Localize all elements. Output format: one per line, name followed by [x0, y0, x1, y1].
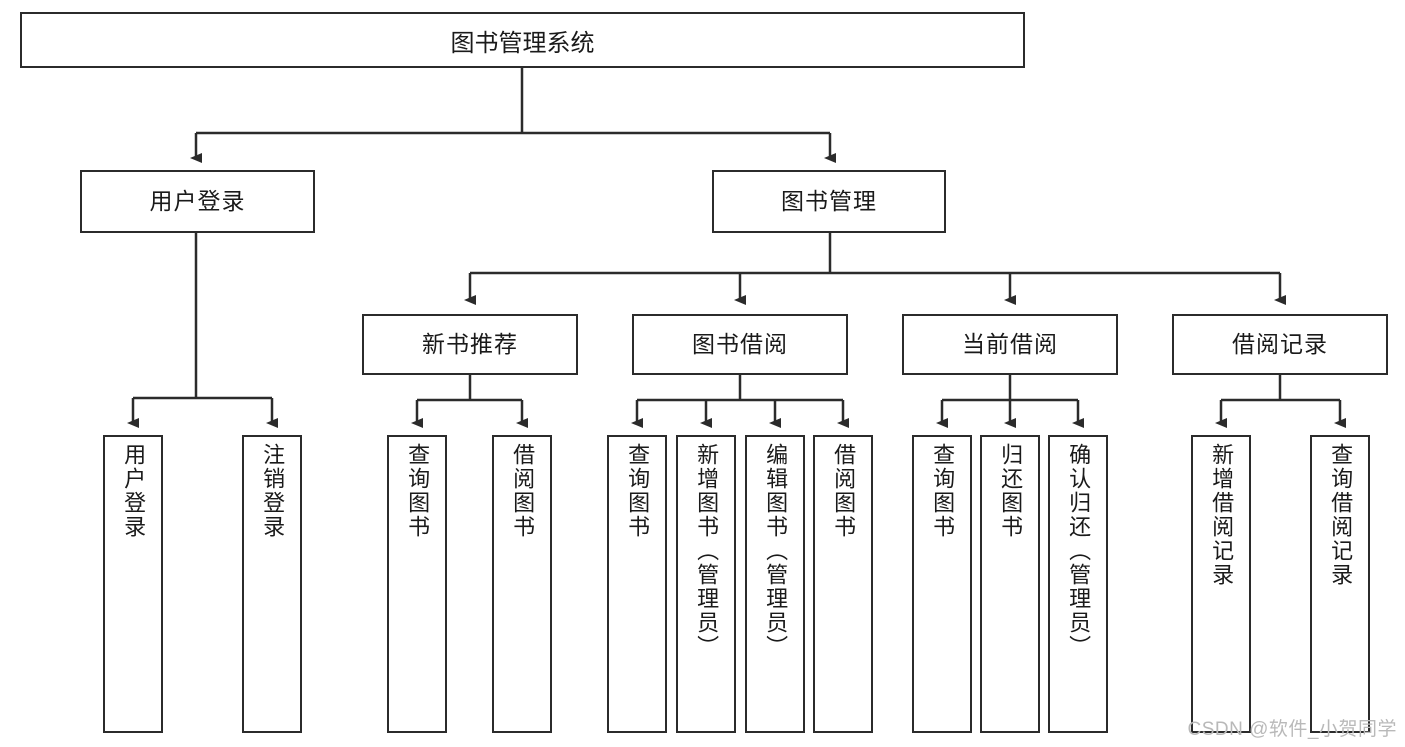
- node-book-borrow[interactable]: 图书借阅: [632, 314, 848, 375]
- leaf-borrow-book-new[interactable]: 借阅图书: [492, 435, 552, 733]
- node-current-borrow[interactable]: 当前借阅: [902, 314, 1118, 375]
- leaf-add-book-admin-label: 新增图书（管理员）: [694, 443, 720, 659]
- leaf-logout[interactable]: 注销登录: [242, 435, 302, 733]
- node-root-system-label: 图书管理系统: [450, 29, 595, 57]
- leaf-logout-label: 注销登录: [260, 443, 286, 539]
- leaf-add-borrow-record-label: 新增借阅记录: [1209, 443, 1235, 587]
- leaf-add-borrow-record[interactable]: 新增借阅记录: [1191, 435, 1251, 733]
- leaf-query-borrow-record[interactable]: 查询借阅记录: [1310, 435, 1370, 733]
- node-root-system[interactable]: 图书管理系统: [20, 12, 1025, 68]
- leaf-query-book-borrow-label: 查询图书: [625, 443, 651, 539]
- node-user-login[interactable]: 用户登录: [80, 170, 315, 233]
- leaf-edit-book-admin[interactable]: 编辑图书（管理员）: [745, 435, 805, 733]
- leaf-edit-book-admin-label: 编辑图书（管理员）: [763, 443, 789, 659]
- leaf-query-book-new[interactable]: 查询图书: [387, 435, 447, 733]
- leaf-borrow-book[interactable]: 借阅图书: [813, 435, 873, 733]
- node-book-management[interactable]: 图书管理: [712, 170, 946, 233]
- node-borrow-record-label: 借阅记录: [1232, 330, 1328, 357]
- leaf-return-book-label: 归还图书: [998, 443, 1024, 539]
- node-user-login-label: 用户登录: [149, 187, 246, 214]
- leaf-query-book-new-label: 查询图书: [405, 443, 431, 539]
- leaf-confirm-return-admin[interactable]: 确认归还（管理员）: [1048, 435, 1108, 733]
- leaf-borrow-book-new-label: 借阅图书: [510, 443, 536, 539]
- node-new-book-recommend[interactable]: 新书推荐: [362, 314, 578, 375]
- node-current-borrow-label: 当前借阅: [962, 330, 1058, 357]
- leaf-confirm-return-admin-label: 确认归还（管理员）: [1066, 443, 1092, 659]
- node-borrow-record[interactable]: 借阅记录: [1172, 314, 1388, 375]
- leaf-borrow-book-label: 借阅图书: [831, 443, 857, 539]
- node-book-management-label: 图书管理: [781, 187, 877, 214]
- leaf-add-book-admin[interactable]: 新增图书（管理员）: [676, 435, 736, 733]
- leaf-query-book-borrow[interactable]: 查询图书: [607, 435, 667, 733]
- node-new-book-recommend-label: 新书推荐: [422, 330, 518, 357]
- node-book-borrow-label: 图书借阅: [692, 330, 788, 357]
- leaf-return-book[interactable]: 归还图书: [980, 435, 1040, 733]
- csdn-watermark: CSDN @软件_小贺同学: [1187, 719, 1397, 740]
- leaf-query-book-current[interactable]: 查询图书: [912, 435, 972, 733]
- leaf-user-login[interactable]: 用户登录: [103, 435, 163, 733]
- leaf-query-book-current-label: 查询图书: [930, 443, 956, 539]
- leaf-query-borrow-record-label: 查询借阅记录: [1328, 443, 1354, 587]
- leaf-user-login-label: 用户登录: [121, 443, 147, 539]
